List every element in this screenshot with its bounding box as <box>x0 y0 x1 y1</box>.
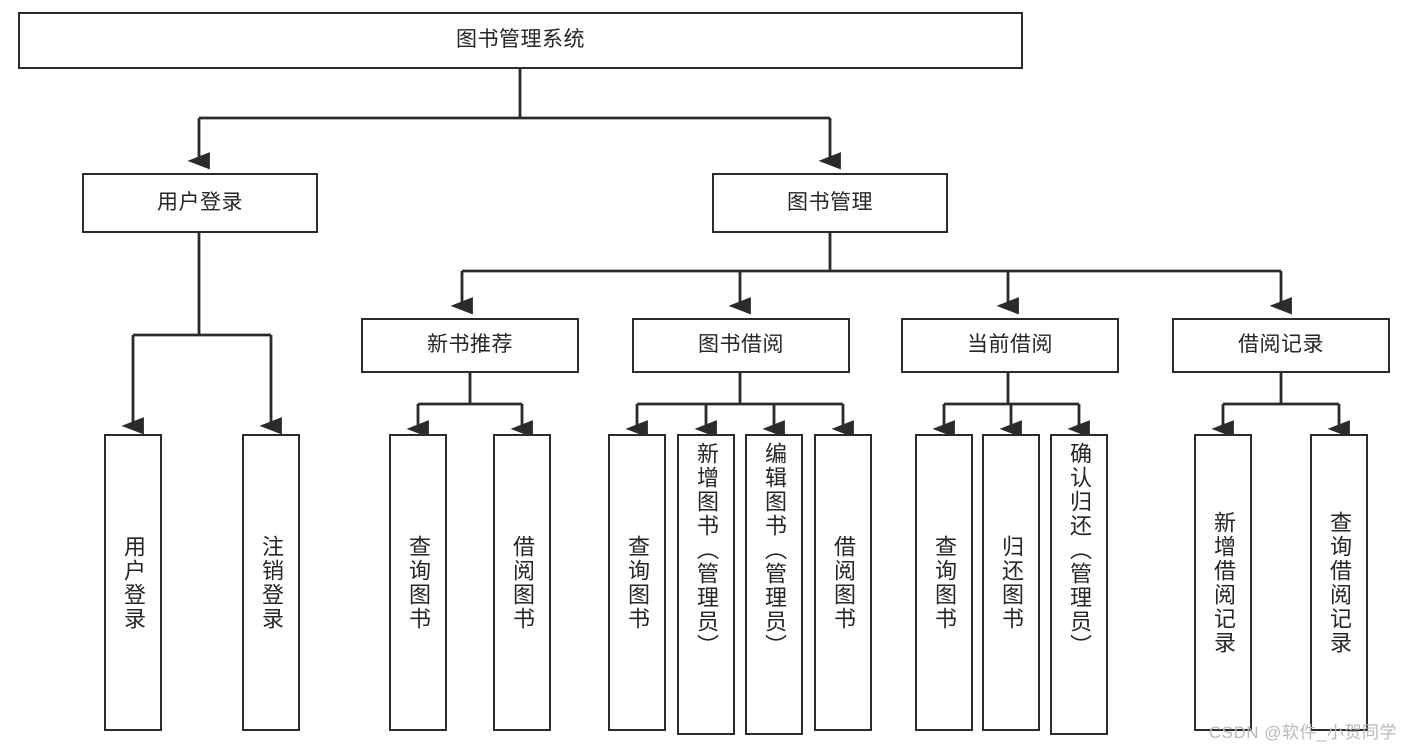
node-label: 当前借阅 <box>967 333 1053 357</box>
node-book-borrow[interactable]: 图书借阅 <box>632 318 850 373</box>
node-book-manage[interactable]: 图书管理 <box>712 173 948 233</box>
node-root-book-management-system[interactable]: 图书管理系统 <box>18 12 1023 69</box>
node-label: 注销登录 <box>259 534 284 631</box>
node-label: 图书借阅 <box>698 333 784 357</box>
node-label: 确认归还（管理员） <box>1067 442 1092 658</box>
node-leaf-query-book-1[interactable]: 查询图书 <box>389 434 447 731</box>
node-label: 借阅记录 <box>1238 333 1324 357</box>
node-leaf-edit-book[interactable]: 编辑图书（管理员） <box>745 434 803 735</box>
node-leaf-add-book[interactable]: 新增图书（管理员） <box>677 434 735 735</box>
node-label: 图书管理系统 <box>456 28 585 52</box>
node-leaf-return-book[interactable]: 归还图书 <box>982 434 1040 731</box>
node-label: 用户登录 <box>121 534 146 631</box>
node-label: 新书推荐 <box>427 333 513 357</box>
node-label: 查询借阅记录 <box>1327 510 1352 655</box>
node-current-borrow[interactable]: 当前借阅 <box>901 318 1119 373</box>
node-label: 编辑图书（管理员） <box>762 442 787 658</box>
csdn-watermark: CSDN @软件_小贺同学 <box>1208 723 1397 742</box>
node-label: 查询图书 <box>625 534 650 631</box>
node-leaf-query-record[interactable]: 查询借阅记录 <box>1310 434 1368 731</box>
node-leaf-query-book-2[interactable]: 查询图书 <box>608 434 666 731</box>
node-label: 用户登录 <box>157 190 243 214</box>
node-leaf-borrow-book-1[interactable]: 借阅图书 <box>493 434 551 731</box>
node-leaf-confirm-return[interactable]: 确认归还（管理员） <box>1050 434 1108 735</box>
node-label: 归还图书 <box>999 534 1024 631</box>
node-leaf-borrow-book-2[interactable]: 借阅图书 <box>814 434 872 731</box>
node-leaf-user-login[interactable]: 用户登录 <box>104 434 162 731</box>
node-label: 图书管理 <box>787 190 873 214</box>
node-new-book-recommend[interactable]: 新书推荐 <box>361 318 579 373</box>
node-user-login[interactable]: 用户登录 <box>82 173 318 233</box>
node-label: 借阅图书 <box>510 534 535 631</box>
node-label: 查询图书 <box>406 534 431 631</box>
node-label: 查询图书 <box>932 534 957 631</box>
node-leaf-add-record[interactable]: 新增借阅记录 <box>1194 434 1252 731</box>
node-leaf-query-book-3[interactable]: 查询图书 <box>915 434 973 731</box>
node-leaf-user-logout[interactable]: 注销登录 <box>242 434 300 731</box>
node-borrow-record[interactable]: 借阅记录 <box>1172 318 1390 373</box>
node-label: 新增借阅记录 <box>1211 510 1236 655</box>
node-label: 新增图书（管理员） <box>694 442 719 658</box>
node-label: 借阅图书 <box>831 534 856 631</box>
